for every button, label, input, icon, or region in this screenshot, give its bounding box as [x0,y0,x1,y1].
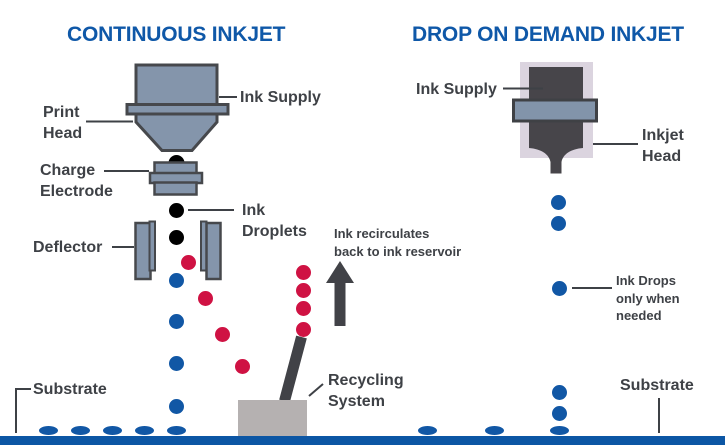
recycling-system-label: Recycling System [328,372,404,410]
ink-supply-label-right: Ink Supply [416,81,497,98]
ink-droplet [168,272,184,288]
recycling-line [308,383,324,397]
ink-droplet [214,326,230,342]
inkjet-head-label: Inkjet Head [642,127,684,165]
recycling-tube [279,335,307,403]
ink-droplet [197,290,213,306]
ink-splat [134,425,154,435]
recirculation-arrow [326,261,354,326]
ink-splat [70,425,90,435]
substrate-bar [0,436,725,445]
ink-droplet [551,280,567,296]
ink-droplet [234,358,250,374]
ink-drops-label: Ink Drops only when needed [616,273,680,324]
ink-splat [166,425,186,435]
drop-on-demand-title: DROP ON DEMAND INKJET [412,23,684,46]
ink-droplet [295,264,311,280]
ink-droplet [551,405,567,421]
ink-splat [102,425,122,435]
charge-electrode-shape [148,161,204,196]
ink-splat [38,425,58,435]
substrate-line-left [15,388,31,433]
recirculation-note: Ink recirculates back to ink reservoir [334,226,462,259]
ink-droplet [295,282,311,298]
recycling-box [238,400,307,437]
ink-droplet [180,254,196,270]
ink-droplet [168,202,184,218]
ink-droplet [168,313,184,329]
ink-droplet [550,194,566,210]
print-head-label: Print Head [43,104,83,142]
ink-droplet [168,355,184,371]
ink-splat [484,425,504,435]
ink-droplet [551,384,567,400]
substrate-label-right: Substrate [620,377,694,394]
callout-lines [15,87,660,433]
ink-supply-label-left: Ink Supply [240,89,321,106]
ink-droplet [168,229,184,245]
piezo-bar [512,98,598,123]
ink-droplets-label: Ink Droplets [242,202,307,240]
ink-splat [417,425,437,435]
deflector-label: Deflector [33,239,103,256]
print-head-shape [125,63,230,152]
ink-droplet [295,321,311,337]
ink-droplet [295,300,311,316]
deflector-left-inner [148,220,156,272]
ink-droplet [168,398,184,414]
substrate-label-left: Substrate [33,381,107,398]
deflector-plates [134,220,222,281]
ink-supply-bar [125,103,230,116]
ink-splat [549,425,569,435]
deflector-right-outer [205,221,222,281]
charge-electrode-label: Charge Electrode [40,162,113,200]
continuous-inkjet-title: CONTINUOUS INKJET [67,23,286,46]
ink-droplet [550,215,566,231]
inkjet-head-shape [512,62,598,174]
